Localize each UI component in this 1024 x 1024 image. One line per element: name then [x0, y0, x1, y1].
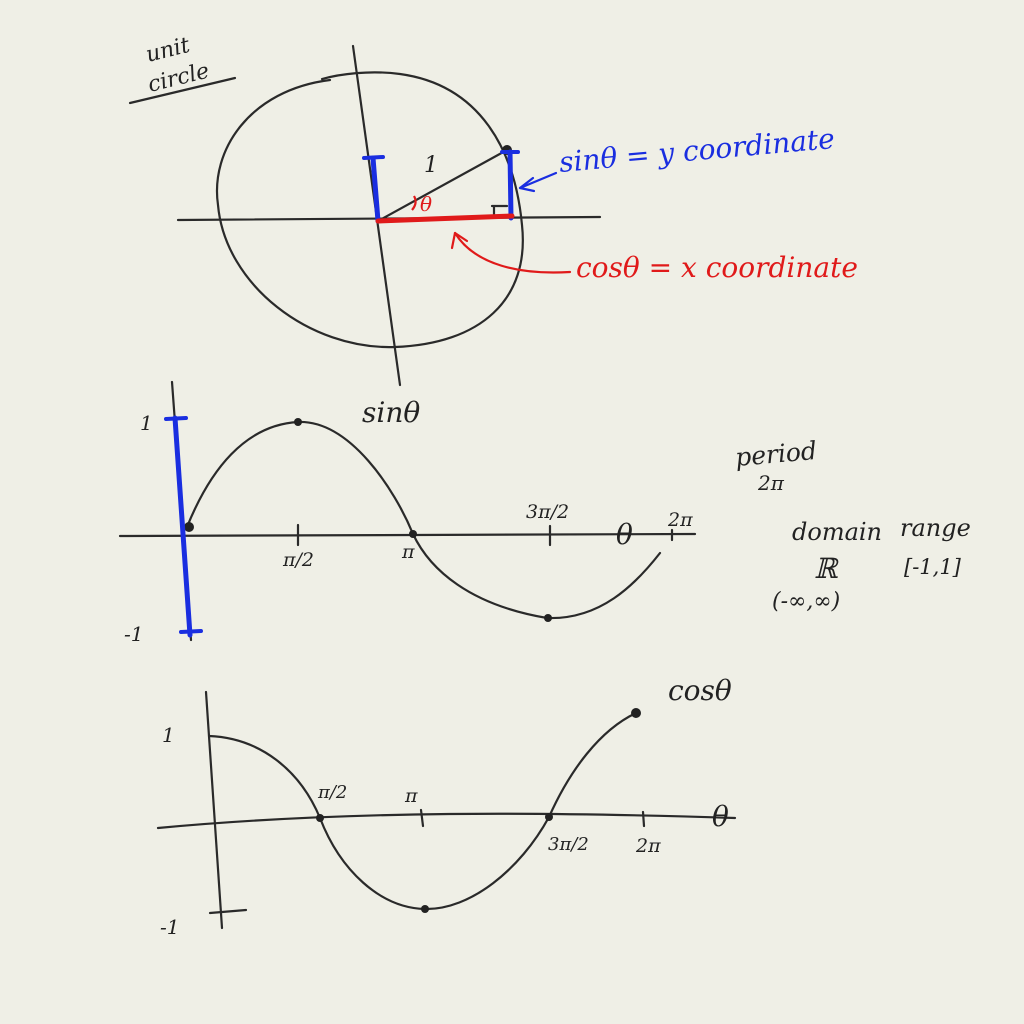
unit-circle-diagram: unit circle 1 θ sinθ = y coordinate cosθ… — [128, 33, 858, 387]
sine-graph: sinθ 1 -1 π/2 π 3π/2 2π θ period 2π doma… — [118, 380, 971, 646]
sine-range-bar — [172, 415, 193, 638]
sine-y-min-label: -1 — [124, 622, 143, 646]
radius-line — [376, 148, 509, 223]
cos-segment — [375, 213, 515, 224]
sine-tick-2pi: 2π — [667, 509, 693, 531]
cosine-y-min-label: -1 — [160, 915, 179, 939]
sine-x-axis-label: θ — [616, 518, 633, 551]
period-value: 2π — [757, 471, 785, 495]
cosine-tick-3pi-half: 3π/2 — [548, 834, 589, 855]
cosine-graph: cosθ 1 -1 π/2 π 3π/2 2π θ — [156, 674, 737, 939]
sine-point-trough — [544, 614, 552, 622]
range-value: [-1,1] — [904, 555, 962, 579]
sin-segment-axis — [370, 155, 381, 224]
cosine-tick-pi: π — [404, 785, 418, 807]
cosine-graph-title: cosθ — [668, 674, 732, 707]
sine-tick-pi: π — [401, 541, 415, 563]
sine-x-axis — [118, 532, 697, 538]
cosine-tick-2pi: 2π — [635, 835, 661, 857]
sine-curve — [185, 420, 662, 620]
sine-ticks — [296, 523, 674, 547]
sine-graph-title: sinθ — [362, 396, 420, 429]
cosine-y-axis — [204, 690, 224, 930]
cosine-point-pi-half — [316, 814, 324, 822]
cosine-y-min-tick — [208, 908, 248, 915]
sine-y-max-label: 1 — [140, 411, 153, 435]
unit-circle — [215, 71, 524, 349]
angle-label: θ — [420, 192, 432, 216]
cosine-x-axis-label: θ — [712, 800, 729, 833]
sine-point-peak — [294, 418, 302, 426]
domain-value: (-∞,∞) — [772, 589, 840, 614]
sine-range-caps — [164, 416, 203, 634]
cosine-y-max-label: 1 — [162, 723, 175, 747]
cos-arrow — [453, 231, 572, 274]
period-label: period — [734, 436, 818, 472]
sine-point-0 — [184, 522, 194, 532]
cosine-ticks — [419, 808, 646, 828]
sin-note: sinθ = y coordinate — [558, 122, 836, 179]
cosine-point-3pi-half — [545, 813, 553, 821]
cosine-x-axis — [156, 812, 737, 830]
sine-tick-pi-half: π/2 — [282, 549, 314, 571]
cos-note: cosθ = x coordinate — [576, 251, 858, 284]
title-underline — [128, 76, 237, 105]
cosine-point-trough — [421, 905, 429, 913]
sin-arrow — [518, 171, 558, 190]
domain-label: domain — [792, 518, 882, 546]
unit-circle-title-line1: unit — [143, 33, 192, 68]
cosine-point-end — [631, 708, 641, 718]
domain-symbol: ℝ — [814, 552, 839, 585]
angle-arc — [411, 195, 417, 211]
range-label: range — [900, 514, 971, 542]
sin-segment-cap — [362, 155, 385, 160]
cosine-tick-pi-half: π/2 — [317, 782, 347, 803]
sine-tick-3pi-half: 3π/2 — [526, 501, 569, 523]
radius-label: 1 — [424, 153, 438, 178]
cosine-curve — [207, 711, 638, 911]
cos-arrowhead — [450, 231, 469, 250]
sin-segment-opposite — [507, 149, 514, 221]
sin-arrowhead — [518, 176, 536, 193]
sine-point-pi — [409, 530, 417, 538]
